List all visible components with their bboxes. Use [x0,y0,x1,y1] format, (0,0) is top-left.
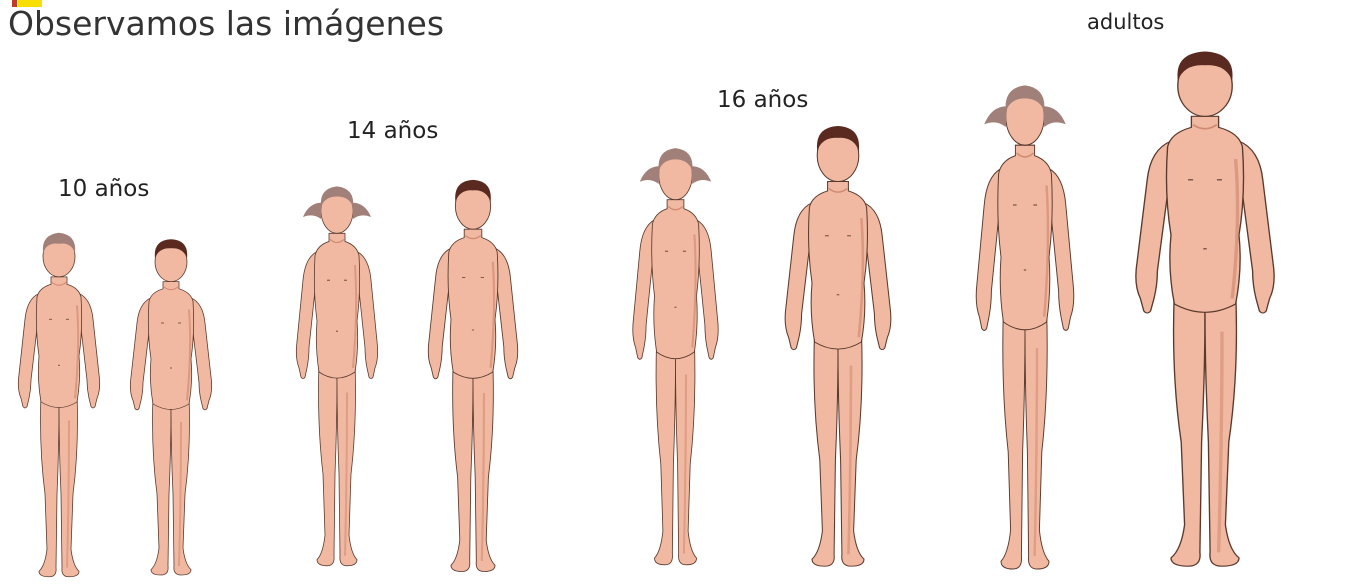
figure-boy-16 [785,126,891,566]
figure-boy-14 [428,180,517,572]
figure-woman-adult [976,85,1074,569]
figure-girl-14 [296,186,377,565]
figure-man-adult [1136,51,1274,566]
figure-boy-10 [130,239,211,575]
figure-girl-10 [18,233,99,577]
figure-girl-16 [633,148,718,565]
